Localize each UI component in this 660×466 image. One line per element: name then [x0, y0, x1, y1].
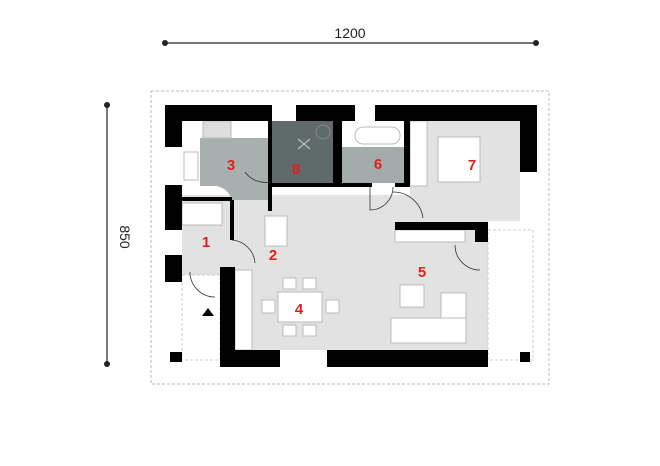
- dining-table: [277, 291, 323, 323]
- room-6-floor: [342, 147, 404, 183]
- bathtub: [354, 126, 401, 145]
- tv-unit: [394, 229, 466, 243]
- room-3-floor: [200, 138, 270, 200]
- room-label-5: 5: [418, 264, 426, 281]
- sofa: [390, 317, 467, 344]
- plot-boundary: [150, 90, 550, 385]
- width-dimension: 1200: [162, 25, 539, 46]
- entrance-arrow-icon: [202, 308, 214, 316]
- furniture: [181, 120, 481, 351]
- armchair: [399, 284, 425, 308]
- room-label-4: 4: [295, 301, 304, 318]
- room-label-1: 1: [202, 234, 210, 251]
- room-label-2: 2: [269, 247, 277, 264]
- width-label: 1200: [334, 25, 365, 41]
- room-label-7: 7: [468, 157, 476, 174]
- height-label: 850: [117, 225, 133, 249]
- room-labels: 1 2 3 4 5 6 7 8: [202, 156, 476, 318]
- walls: [165, 105, 537, 367]
- room-label-6: 6: [374, 156, 382, 173]
- room-label-3: 3: [227, 157, 235, 174]
- doors: [189, 171, 481, 298]
- height-dimension: 850: [104, 102, 133, 367]
- room-8-floor: [272, 121, 333, 183]
- bed: [437, 136, 481, 183]
- room-label-8: 8: [292, 161, 300, 178]
